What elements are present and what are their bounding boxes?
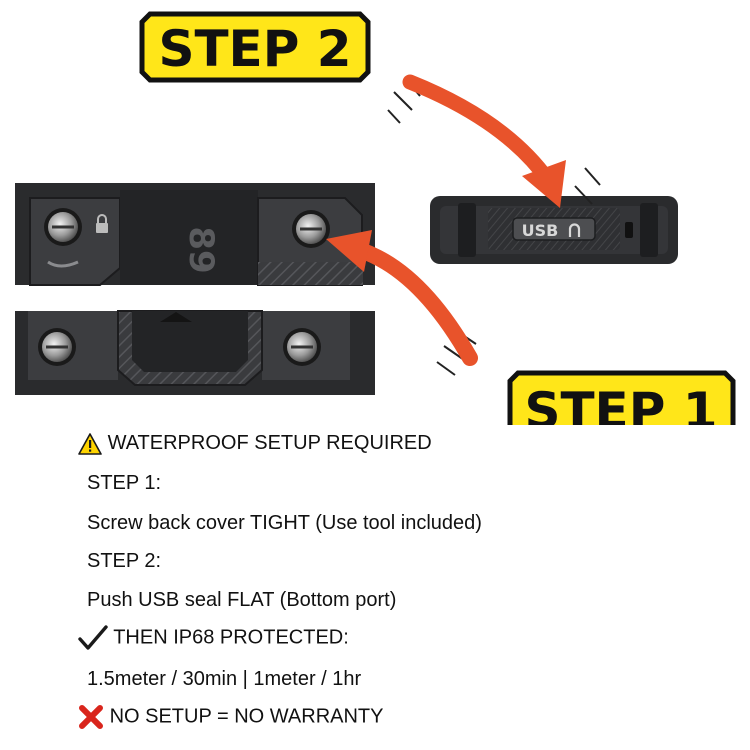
usb-port-label: USB bbox=[522, 221, 559, 240]
back-cover-bottom-photo bbox=[15, 310, 375, 395]
screw-top-left bbox=[44, 208, 82, 246]
back-cover-top-photo: 89 bbox=[15, 183, 375, 286]
protected-line: THEN IP68 PROTECTED: bbox=[78, 625, 349, 651]
step2-badge: STEP 2 bbox=[139, 11, 371, 83]
warning-text: WATERPROOF SETUP REQUIRED bbox=[107, 432, 432, 454]
warning-line: WATERPROOF SETUP REQUIRED bbox=[78, 431, 432, 455]
step1-desc: Screw back cover TIGHT (Use tool include… bbox=[87, 512, 482, 534]
usb-symbol-icon bbox=[568, 223, 581, 237]
warning-icon bbox=[78, 432, 102, 455]
step2-title: STEP 2: bbox=[87, 550, 162, 572]
screw-bottom-right bbox=[283, 328, 321, 366]
checkmark-icon bbox=[78, 625, 108, 650]
protected-text: THEN IP68 PROTECTED: bbox=[113, 626, 349, 649]
phone-bottom-photo: USB bbox=[430, 196, 678, 264]
step1-badge-text: STEP 1 bbox=[524, 382, 717, 425]
back-cover-mark: 89 bbox=[181, 226, 221, 273]
lock-icon bbox=[96, 214, 108, 233]
illustration: STEP 2 89 bbox=[15, 11, 736, 425]
step2-arrow bbox=[402, 74, 566, 208]
step1-title: STEP 1: bbox=[87, 472, 162, 494]
rating-text: 1.5meter / 30min | 1meter / 1hr bbox=[87, 668, 362, 690]
screw-bottom-left bbox=[38, 328, 76, 366]
step1-arrow bbox=[326, 230, 478, 366]
warranty-line: NO SETUP = NO WARRANTY bbox=[78, 704, 384, 730]
step2-badge-text: STEP 2 bbox=[158, 20, 351, 78]
screw-top-right bbox=[292, 210, 330, 248]
step2-desc: Push USB seal FLAT (Bottom port) bbox=[87, 589, 397, 611]
warranty-text: NO SETUP = NO WARRANTY bbox=[109, 705, 384, 728]
red-x-icon bbox=[79, 705, 103, 729]
step1-badge: STEP 1 bbox=[507, 370, 736, 425]
